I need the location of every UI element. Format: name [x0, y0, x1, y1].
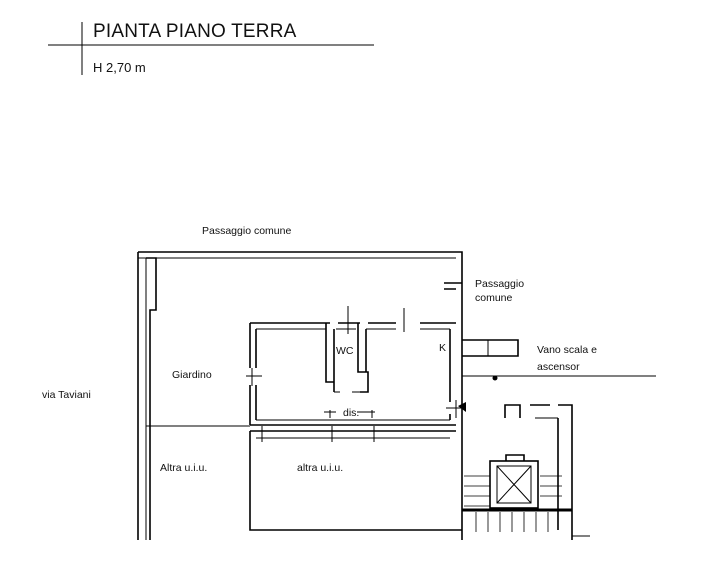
label-altra-uiu-center: altra u.i.u. [297, 462, 343, 474]
drawing-title: PIANTA PIANO TERRA [93, 21, 297, 42]
label-passaggio-right-line2: comune [475, 292, 513, 304]
label-passaggio-right-line1: Passaggio [475, 278, 524, 290]
label-vano-scala-line1: Vano scala e [537, 344, 597, 356]
stair-elevator-block [462, 339, 656, 540]
title-block: PIANTA PIANO TERRA H 2,70 m [48, 21, 374, 75]
label-via-taviani: via Taviani [42, 389, 91, 401]
apartment-walls [246, 306, 466, 426]
label-wc: WC [336, 345, 354, 357]
label-disimpegno: dis. [343, 407, 359, 419]
label-passaggio-comune-top: Passaggio comune [202, 225, 291, 237]
lower-units [146, 425, 462, 531]
height-label: H 2,70 m [93, 60, 146, 75]
label-giardino: Giardino [172, 369, 212, 381]
outer-walls [137, 251, 463, 540]
room-labels: Passaggio comune Passaggio comune via Ta… [42, 225, 597, 474]
label-altra-uiu-left: Altra u.i.u. [160, 462, 207, 474]
label-k: K [439, 342, 446, 354]
label-vano-scala-line2: ascensor [537, 361, 580, 373]
